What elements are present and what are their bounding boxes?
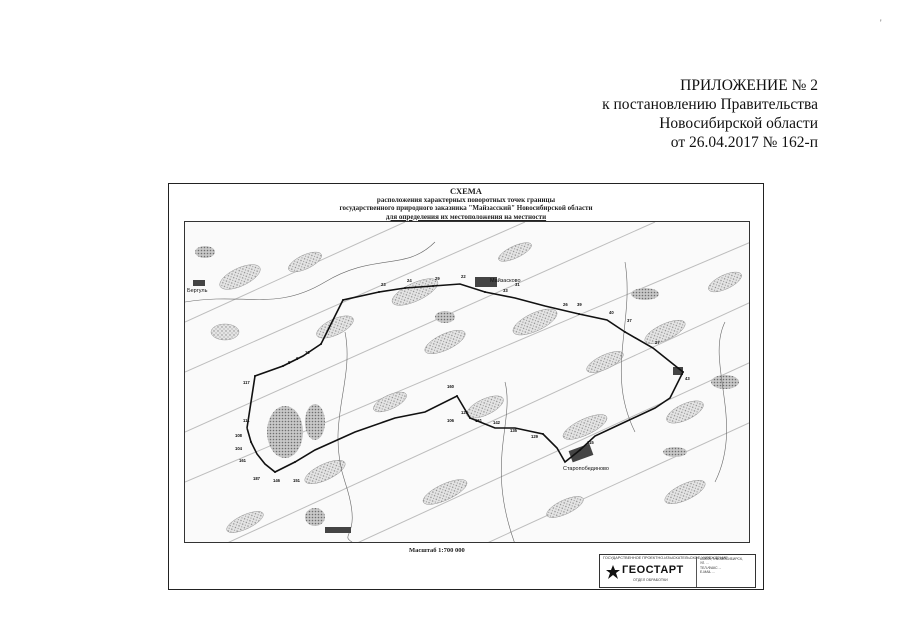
stamp-department: ОТДЕЛ ОБРАБОТКИ <box>633 578 668 582</box>
geostart-logo-icon <box>606 565 620 579</box>
point-label: 151 <box>293 478 300 483</box>
resolution-label: к постановлению Правительства <box>602 96 818 113</box>
map-subtitle-3: для определения их местоположения на мес… <box>385 212 547 221</box>
stamp-contacts: 630099, г. НОВОСИБИРСК, УЛ. ... ТЕЛ./ФАК… <box>700 557 743 574</box>
point-label: 160 <box>447 384 454 389</box>
point-label: 111 <box>243 418 250 423</box>
point-label: 22 <box>461 274 466 279</box>
settlement-blocks <box>193 277 683 533</box>
stamp-brand: ГЕОСТАРТ <box>622 564 684 576</box>
point-label: 151 <box>475 418 482 423</box>
point-label: 129 <box>531 434 538 439</box>
point-label: 19 <box>305 350 310 355</box>
point-label: 29 <box>435 276 440 281</box>
point-label: 5 <box>288 360 291 365</box>
stamp-contact-line: УЛ. ... <box>700 561 709 566</box>
point-label: 6 <box>296 356 299 361</box>
stamp-contact-line: E-MAIL ... <box>700 569 715 574</box>
point-label: 37 <box>627 318 632 323</box>
map-scale: Масштаб 1:700 000 <box>409 547 465 554</box>
appendix-label: ПРИЛОЖЕНИЕ № 2 <box>680 77 818 94</box>
map-sheet: СХЕМА расположения характерных поворотны… <box>168 183 764 590</box>
stamp-contact-line: 630099, г. НОВОСИБИРСК, <box>700 557 743 561</box>
region-label: Новосибирской области <box>659 115 818 132</box>
scan-mark: ' <box>880 18 882 28</box>
point-label: 39 <box>577 302 582 307</box>
stamp-contact-line: ТЕЛ./ФАКС ... <box>700 565 722 570</box>
point-label: 125 <box>461 410 468 415</box>
point-label: 142 <box>493 420 500 425</box>
settlement-label-staropobedinovo: Старопобединово <box>563 466 609 472</box>
point-label: 187 <box>253 476 260 481</box>
settlement-label-mayzaskovo: Майзасково <box>490 278 521 284</box>
point-label: 26 <box>563 302 568 307</box>
point-label: 146 <box>273 478 280 483</box>
marsh-patches <box>195 246 739 526</box>
date-number-label: от 26.04.2017 № 162-п <box>670 134 818 151</box>
map-title-block: СХЕМА расположения характерных поворотны… <box>169 187 763 221</box>
point-label: 161 <box>239 458 246 463</box>
stamp-divider <box>696 557 697 587</box>
point-label: 43 <box>685 376 690 381</box>
boundary-point-markers <box>250 285 684 473</box>
company-stamp: ГОСУДАРСТВЕННОЕ ПРОЕКТНО-ИЗЫСКАТЕЛЬСКОЕ … <box>599 554 756 588</box>
point-label: 24 <box>407 278 412 283</box>
forest-patches <box>210 242 742 533</box>
document-header: ПРИЛОЖЕНИЕ № 2 к постановлению Правитель… <box>518 76 818 152</box>
map-frame[interactable]: Бергуль Майзасково Старопобединово 23 24… <box>184 221 750 543</box>
point-label: 33 <box>503 288 508 293</box>
stamp-organization: ГОСУДАРСТВЕННОЕ ПРОЕКТНО-ИЗЫСКАТЕЛЬСКОЕ … <box>603 556 728 560</box>
point-label: 27 <box>655 340 660 345</box>
point-label: 31 <box>515 282 520 287</box>
point-label: 23 <box>381 282 386 287</box>
map-title: СХЕМА <box>450 186 482 196</box>
map-subtitle-2: государственного природного заказника "М… <box>339 204 593 212</box>
rivers <box>185 241 727 542</box>
reserve-boundary <box>246 283 685 473</box>
point-label: 135 <box>510 428 517 433</box>
settlement-label-bergul: Бергуль <box>187 288 208 294</box>
point-label: 115 <box>587 440 594 445</box>
map-subtitle-1: расположения характерных поворотных точе… <box>376 195 556 204</box>
point-label: 40 <box>609 310 614 315</box>
map-canvas <box>185 222 749 542</box>
point-label: 106 <box>447 418 454 423</box>
point-label: 108 <box>235 433 242 438</box>
point-label: 104 <box>235 446 242 451</box>
point-label: 117 <box>243 380 250 385</box>
